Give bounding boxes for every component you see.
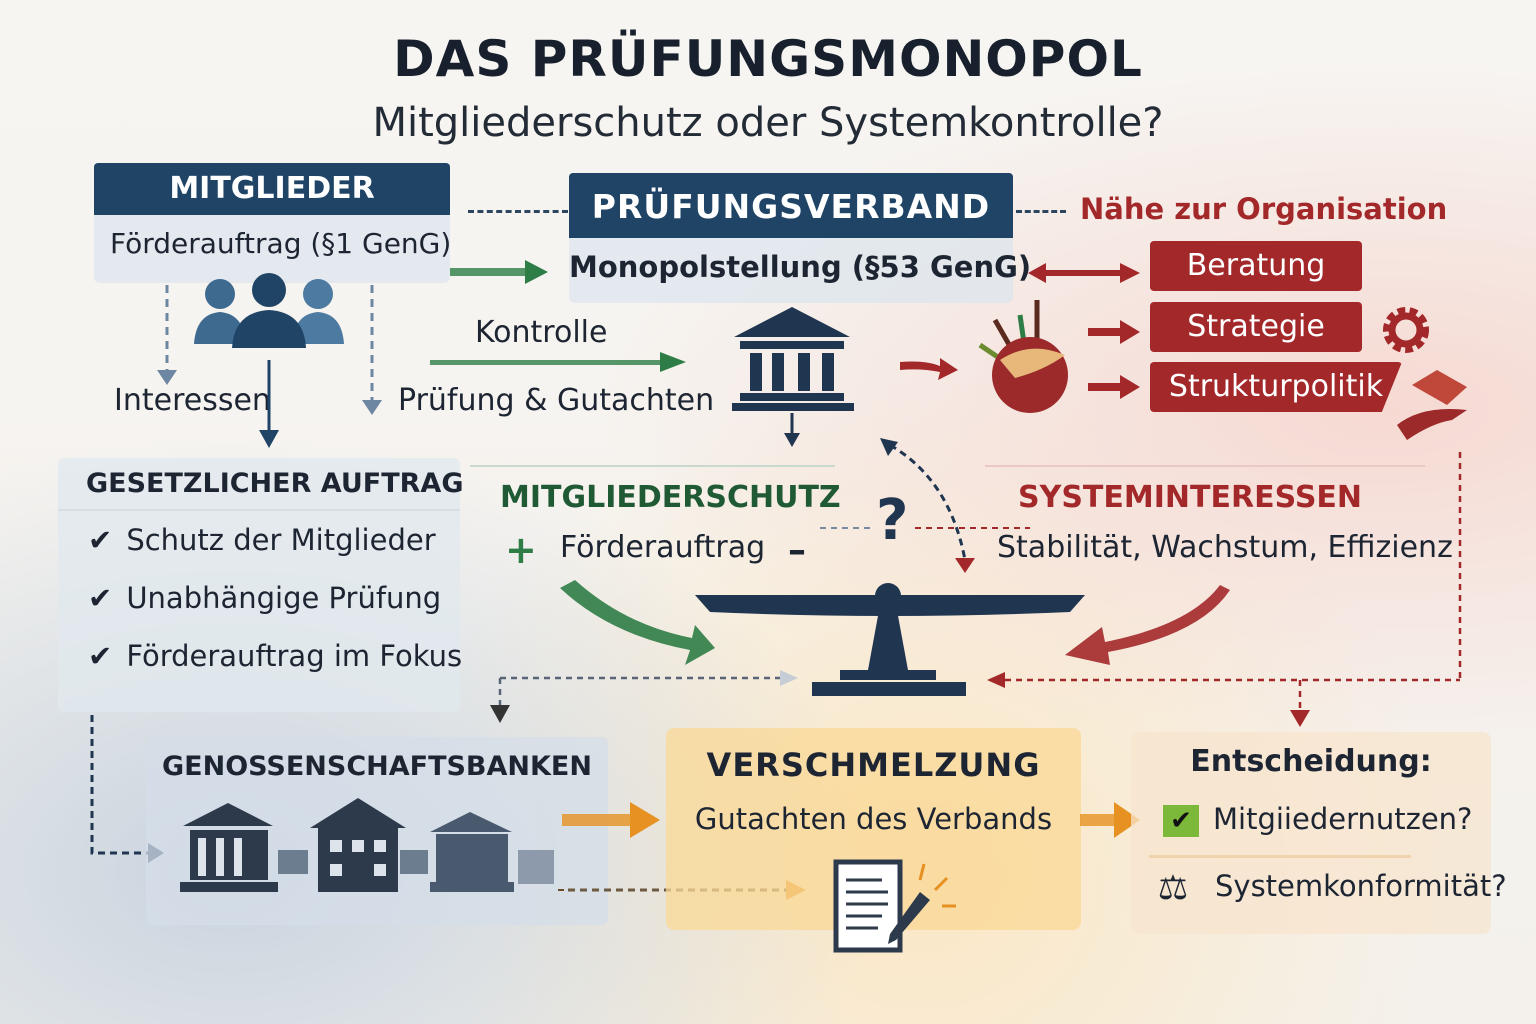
entscheidung-title: Entscheidung: xyxy=(1190,744,1432,779)
verband-text: Monopolstellung (§53 GenG) xyxy=(569,250,1032,284)
connector-dash xyxy=(1016,210,1066,213)
auftrag-item-label: Förderauftrag im Fokus xyxy=(126,639,463,673)
divider xyxy=(1149,855,1411,858)
orange-arrow-icon xyxy=(562,802,660,838)
organisation-hand-icon xyxy=(978,300,1068,413)
auftrag-list: ✔ Schutz der Mitglieder ✔ Unabhängige Prüf… xyxy=(58,511,462,697)
mitglieder-text: Förderauftrag (§1 GenG) xyxy=(110,227,452,260)
auftrag-item: ✔ Förderauftrag im Fokus xyxy=(88,639,462,697)
auftrag-item: ✔ Unabhängige Prüfung xyxy=(88,581,441,639)
verband-box: PRÜFUNGSVERBAND Monopolstellung (§53 Gen… xyxy=(569,173,1032,303)
entscheidung-item: ⚖ Systemkonformität? xyxy=(1145,868,1507,908)
strategie-item: Strategie xyxy=(1150,302,1362,352)
banken-title: GENOSSENSCHAFTSBANKEN xyxy=(162,751,592,782)
document-pen-icon xyxy=(833,859,956,953)
minus-sign: – xyxy=(788,530,806,571)
question-mark: ? xyxy=(876,488,909,553)
auftrag-item-label: Schutz der Mitglieder xyxy=(126,523,436,557)
page-subtitle: Mitgliederschutz oder Systemkontrolle? xyxy=(372,100,1164,146)
green-arrow-icon xyxy=(450,260,548,284)
strukturpolitik-item: Strukturpolitik xyxy=(1150,362,1402,412)
entscheidung-item-label: Systemkonformität? xyxy=(1215,869,1507,903)
systeminteressen-text: Stabilität, Wachstum, Effizienz xyxy=(997,530,1453,565)
bank-building-icon xyxy=(732,307,854,447)
checkmark-icon: ✔ xyxy=(88,581,113,615)
green-checkbox-icon: ✔ xyxy=(1163,805,1199,837)
scale-icon: ⚖ xyxy=(1157,868,1189,908)
systeminteressen-title: SYSTEMINTERESSEN xyxy=(1018,480,1363,515)
interessen-label: Interessen xyxy=(114,383,271,418)
entscheidung-item: ✔ Mitgiiedernutzen? xyxy=(1163,802,1472,837)
auftrag-box: GESETZLICHER AUFTRAG ✔ Schutz der Mitglie… xyxy=(58,458,464,712)
checkmark-icon: ✔ xyxy=(88,639,113,673)
connector-dash xyxy=(468,210,568,213)
orange-arrow-icon xyxy=(1080,802,1140,838)
verband-header: PRÜFUNGSVERBAND xyxy=(569,173,1013,238)
divider xyxy=(985,465,1425,467)
handshake-icon xyxy=(1397,370,1467,440)
mitglieder-box: MITGLIEDER Förderauftrag (§1 GenG) xyxy=(94,163,452,283)
verschmelzung-text: Gutachten des Verbands xyxy=(694,802,1053,836)
mitgliederschutz-title: MITGLIEDERSCHUTZ xyxy=(500,480,841,515)
checkmark-icon: ✔ xyxy=(88,523,113,557)
gear-icon xyxy=(1383,307,1429,353)
plus-sign: + xyxy=(505,528,537,572)
naehe-arrows xyxy=(1028,263,1140,399)
beratung-item: Beratung xyxy=(1150,241,1362,291)
auftrag-item: ✔ Schutz der Mitglieder xyxy=(88,523,436,581)
bank-buildings-icon xyxy=(180,798,568,892)
divider xyxy=(470,465,835,467)
member-arrows xyxy=(157,285,382,448)
auftrag-item-label: Unabhängige Prüfung xyxy=(126,581,442,615)
kontrolle-label: Kontrolle xyxy=(475,315,608,350)
naehe-title: Nähe zur Organisation xyxy=(1080,192,1448,226)
red-arrow-icon xyxy=(900,358,958,380)
entscheidung-box: Entscheidung: ✔ Mitgiiedernutzen? ⚖ System… xyxy=(1131,732,1507,934)
page-title: DAS PRÜFUNGSMONOPOL xyxy=(393,30,1143,88)
entscheidung-item-label: Mitgiiedernutzen? xyxy=(1213,802,1473,836)
foerderauftrag-label: Förderauftrag xyxy=(560,530,766,565)
members-icon xyxy=(194,273,344,348)
auftrag-header: GESETZLICHER AUFTRAG xyxy=(58,458,464,511)
kontrolle-arrow-icon xyxy=(430,352,686,372)
mitglieder-header: MITGLIEDER xyxy=(94,163,450,215)
verschmelzung-title: VERSCHMELZUNG xyxy=(706,746,1041,784)
pruefung-label: Prüfung & Gutachten xyxy=(398,383,715,418)
balance-scale-icon xyxy=(490,438,1462,727)
